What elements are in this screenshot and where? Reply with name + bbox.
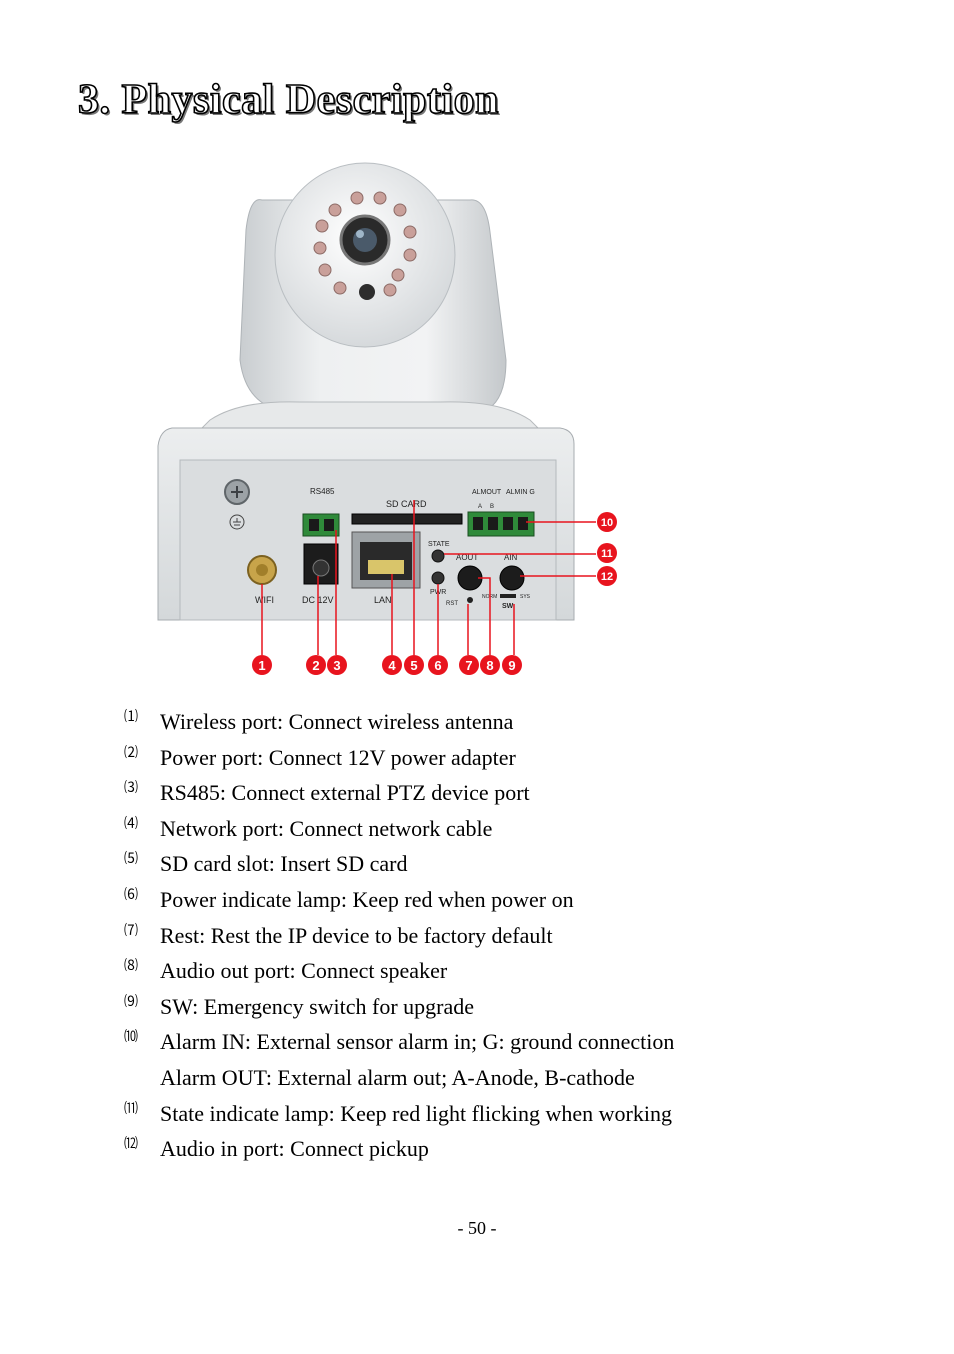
sd-card-slot [351,513,463,525]
sd-card-label: SD CARD [386,499,427,509]
item-number: ⑿ [124,1137,138,1153]
item-text: Alarm OUT: External alarm out; A-Anode, … [160,1064,635,1090]
b-label: B [490,504,494,510]
svg-text:4: 4 [388,658,396,673]
item-text: Power indicate lamp: Keep red when power… [160,886,574,912]
svg-text:7: 7 [465,658,472,673]
state-label: STATE [428,541,450,548]
callout-1: 1 [252,655,272,675]
svg-text:5: 5 [410,658,417,673]
callout-7: 7 [459,655,479,675]
item-number: ⑹ [124,887,138,903]
almin-label: ALMIN G [506,489,535,496]
aout-label: AOUT [456,553,478,562]
item-text: State indicate lamp: Keep red light flic… [160,1100,672,1126]
callout-badges: 1 2 3 4 5 6 7 8 9 10 11 12 [252,512,617,675]
svg-text:11: 11 [601,548,613,560]
audio-in-jack [499,565,525,591]
svg-text:3: 3 [333,658,340,673]
item-text: RS485: Connect external PTZ device port [160,780,530,806]
svg-text:2: 2 [312,658,319,673]
item-number: ⑸ [124,852,138,868]
state-led [431,549,445,563]
item-number: ⑻ [124,959,138,975]
svg-text:10: 10 [601,517,613,529]
lan-label: LAN [374,595,392,605]
callout-11: 11 [597,543,617,563]
callout-10: 10 [597,512,617,532]
item-number: ⑽ [124,1030,138,1046]
item-text: SW: Emergency switch for upgrade [160,993,475,1019]
item-text: SD card slot: Insert SD card [160,851,408,877]
svg-text:6: 6 [434,658,441,673]
item-number: ⑺ [124,923,138,939]
item-number: ⑾ [124,1101,138,1117]
ain-label: AIN [504,553,518,562]
callout-12: 12 [597,566,617,586]
rst-label: RST [446,601,458,607]
camera-figure: WIFI RS485 DC 12V SD CARD LAN STATE PWR … [150,160,630,690]
reset-hole [467,597,473,603]
callout-3: 3 [327,655,347,675]
a-label: A [478,504,482,510]
item-text: Rest: Rest the IP device to be factory d… [160,922,553,948]
svg-text:9: 9 [508,658,515,673]
callout-4: 4 [382,655,402,675]
item-text: Network port: Connect network cable [160,815,493,841]
page-number: - 50 - [457,1218,497,1238]
item-number: ⑶ [124,781,138,797]
callout-9: 9 [502,655,522,675]
pwr-led [431,571,445,585]
item-number: ⑵ [124,745,138,761]
item-text: Alarm IN: External sensor alarm in; G: g… [160,1029,675,1055]
page-title: 3. Physical Description [77,76,499,124]
callout-5: 5 [404,655,424,675]
item-text: Power port: Connect 12V power adapter [160,744,516,770]
wifi-label: WIFI [255,595,274,605]
item-text: Audio out port: Connect speaker [160,958,448,984]
camera-illustration: WIFI RS485 DC 12V SD CARD LAN STATE PWR … [157,162,617,675]
sw-switch [500,594,516,598]
callout-2: 2 [306,655,326,675]
almout-label: ALMOUT [472,489,502,496]
item-text: Wireless port: Connect wireless antenna [160,709,514,734]
item-number: ⑼ [124,994,138,1010]
sys-label: SYS [520,594,531,600]
callout-leaders [261,500,596,655]
item-text: Audio in port: Connect pickup [160,1136,429,1162]
item-number: ⑷ [124,816,138,832]
svg-text:8: 8 [486,658,493,673]
svg-text:1: 1 [258,658,265,673]
svg-text:12: 12 [601,571,613,583]
sw-label: SW [502,603,514,610]
callout-6: 6 [428,655,448,675]
rs485-label: RS485 [310,487,335,496]
callout-8: 8 [480,655,500,675]
item-number: ⑴ [124,710,138,725]
